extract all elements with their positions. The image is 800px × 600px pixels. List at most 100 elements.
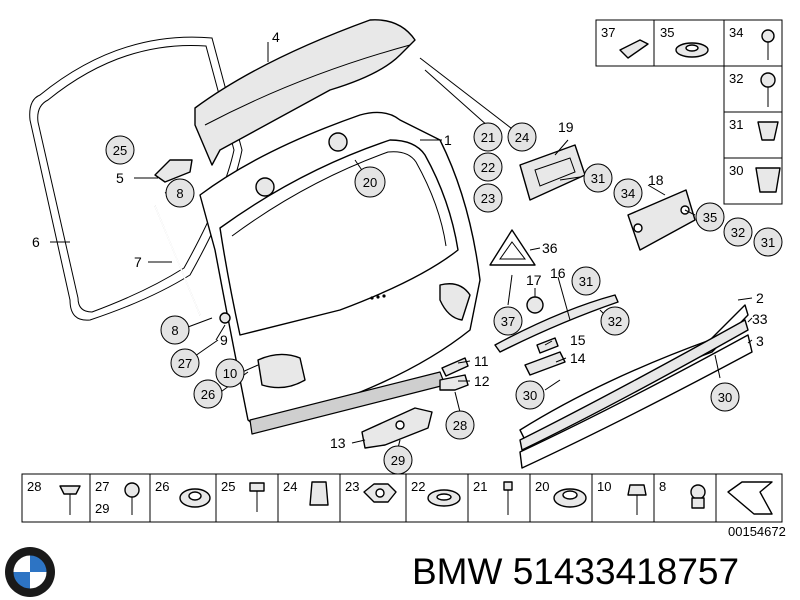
callout-circle [583, 163, 613, 193]
callout-4: 4 [272, 29, 280, 45]
callout-31-b: 31 [761, 235, 775, 250]
legend-label-23: 23 [345, 479, 359, 494]
legend-label-22: 22 [411, 479, 425, 494]
callout-37: 37 [501, 314, 515, 329]
side-label-32: 32 [729, 71, 743, 86]
side-recess [439, 283, 471, 321]
callout-26: 26 [201, 387, 215, 402]
callout-22: 22 [481, 160, 495, 175]
legend-cell [591, 473, 655, 523]
callout-circle [193, 379, 223, 409]
mount-hole-left [255, 177, 275, 197]
bmw-logo-icon [5, 547, 55, 597]
legend-cell [89, 473, 151, 523]
callout-16: 16 [550, 265, 566, 281]
callout-30-right: 30 [718, 390, 732, 405]
side-label-31: 31 [729, 117, 743, 132]
callout-circle [753, 227, 783, 257]
fastener-side-panel: 37 35 34 32 31 30 [595, 19, 783, 205]
part-14 [524, 351, 566, 376]
callout-20: 20 [363, 175, 377, 190]
screw-head-icon [761, 29, 775, 43]
callout-8-top: 8 [176, 186, 183, 201]
callout-34: 34 [621, 186, 635, 201]
trim-strip [494, 294, 619, 353]
stud-head-icon [503, 481, 513, 491]
legend-label-10: 10 [597, 479, 611, 494]
callout-circle [695, 202, 725, 232]
callout-circle [473, 122, 503, 152]
handle-dot [376, 295, 380, 299]
callout-2: 2 [756, 290, 764, 306]
legend-label-20: 20 [535, 479, 549, 494]
callout-circle [160, 315, 190, 345]
trim-panel-33 [519, 319, 749, 451]
expanding-rivet-icon [755, 167, 781, 193]
callout-3: 3 [756, 333, 764, 349]
nut-hole [375, 488, 385, 498]
callout-6: 6 [32, 234, 40, 250]
callout-circle [507, 122, 537, 152]
callout-36: 36 [542, 240, 558, 256]
side-label-34: 34 [729, 25, 743, 40]
legend-label-28: 28 [27, 479, 41, 494]
callout-30: 30 [523, 388, 537, 403]
part-11 [441, 357, 469, 377]
callout-21: 21 [481, 130, 495, 145]
callout-32-b: 32 [608, 314, 622, 329]
callout-19: 19 [558, 119, 574, 135]
callout-33: 33 [752, 311, 768, 327]
legend-cell [467, 473, 531, 523]
push-clip-icon [59, 485, 81, 495]
callout-circle [215, 358, 245, 388]
callout-10: 10 [223, 366, 237, 381]
callout-27: 27 [178, 356, 192, 371]
callout-1: 1 [444, 132, 452, 148]
bracket-slot [534, 157, 576, 187]
bracket-hole [633, 223, 643, 233]
side-label-35: 35 [660, 25, 674, 40]
legend-label-29: 29 [95, 501, 109, 516]
ball-stud-base [691, 497, 705, 509]
callout-circle [354, 166, 386, 198]
callout-11: 11 [474, 353, 489, 369]
washer-hole [685, 44, 699, 52]
tailgate-seal-inner [37, 44, 235, 313]
license-lamp-recess [257, 353, 306, 389]
callout-14: 14 [570, 350, 586, 366]
number-plate-bracket [519, 144, 586, 201]
handle-dot [382, 294, 386, 298]
callout-25: 25 [113, 143, 127, 158]
side-bracket [627, 189, 696, 251]
callout-circle [710, 382, 740, 412]
callout-29: 29 [391, 453, 405, 468]
callout-35: 35 [703, 210, 717, 225]
hex-bolt-head-icon [627, 484, 647, 496]
callout-circle [105, 135, 135, 165]
circled-callouts: 25 8 8 27 10 26 20 21 24 22 23 31 34 35 … [105, 122, 783, 475]
trim-panel-3 [519, 334, 753, 469]
bolt-head-icon [249, 482, 265, 492]
callout-32-a: 32 [731, 225, 745, 240]
spoiler-edge-line [204, 44, 411, 126]
side-label-30: 30 [729, 163, 743, 178]
callout-7: 7 [134, 254, 142, 270]
cap-hole [562, 490, 578, 500]
brand-part-number: BMW 51433418757 [412, 551, 740, 592]
callout-circle [170, 348, 200, 378]
warning-triangle-inner [499, 241, 527, 260]
fastener-legend-row: 28 27 29 26 25 24 23 22 21 20 10 8 [21, 473, 786, 539]
callout-31-c: 31 [579, 274, 593, 289]
callout-15: 15 [570, 332, 586, 348]
warning-triangle [489, 229, 536, 266]
callout-23: 23 [481, 191, 495, 206]
callout-circle [165, 178, 195, 208]
legend-label-26: 26 [155, 479, 169, 494]
legend-label-27: 27 [95, 479, 109, 494]
washer-hole [436, 493, 452, 501]
legend-label-8: 8 [659, 479, 666, 494]
callout-circle [571, 266, 601, 296]
callout-circle [515, 380, 545, 410]
tailgate-window [219, 139, 459, 336]
